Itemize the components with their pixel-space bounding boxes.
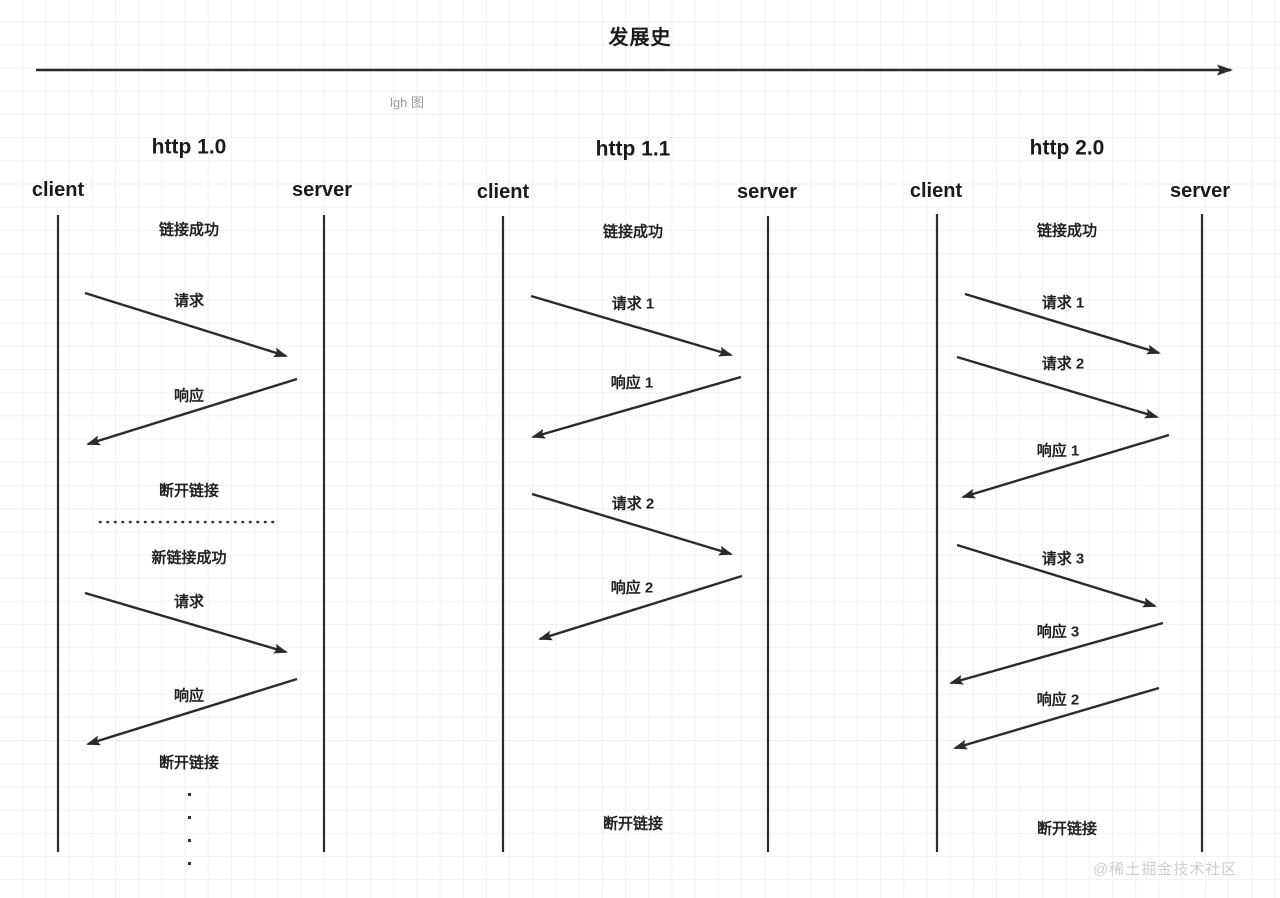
page-title: 发展史 xyxy=(608,27,672,49)
message-label-http-2-0-3: 请求 3 xyxy=(1041,550,1085,568)
note-http-1-0-1: 断开链接 xyxy=(158,482,220,500)
message-label-http-1-1-1: 响应 1 xyxy=(610,374,654,392)
message-label-http-1-0-2: 请求 xyxy=(173,593,205,611)
message-label-http-1-0-0: 请求 xyxy=(173,292,205,310)
column-title-http-1-1: http 1.1 xyxy=(595,137,671,161)
note-http-1-0-2: 新链接成功 xyxy=(151,549,227,567)
actor-server-http-1-1: server xyxy=(736,181,798,203)
message-label-http-1-0-1: 响应 xyxy=(173,387,205,405)
message-label-http-2-0-0: 请求 1 xyxy=(1041,294,1085,312)
note-http-2-0-0: 链接成功 xyxy=(1036,222,1098,240)
message-label-http-1-1-0: 请求 1 xyxy=(611,295,655,313)
ellipsis-dot xyxy=(187,862,191,865)
credit-label: lgh 图 xyxy=(390,95,424,110)
message-label-http-2-0-5: 响应 2 xyxy=(1036,691,1080,709)
note-http-1-1-1: 断开链接 xyxy=(602,815,664,833)
message-label-http-1-0-3: 响应 xyxy=(173,687,205,705)
vertical-ellipsis-http-1-0 xyxy=(187,793,191,865)
note-http-1-0-0: 链接成功 xyxy=(158,221,220,239)
note-http-2-0-1: 断开链接 xyxy=(1036,820,1098,838)
message-label-http-1-1-3: 响应 2 xyxy=(610,579,654,597)
actor-client-http-1-1: client xyxy=(476,181,530,203)
message-label-http-2-0-4: 响应 3 xyxy=(1036,623,1080,641)
note-http-1-0-3: 断开链接 xyxy=(158,754,220,772)
column-title-http-2-0: http 2.0 xyxy=(1029,136,1105,160)
note-http-1-1-0: 链接成功 xyxy=(602,223,664,241)
message-arrows-group xyxy=(84,291,1170,750)
message-label-http-2-0-2: 响应 1 xyxy=(1036,442,1080,460)
actor-server-http-2-0: server xyxy=(1169,180,1231,202)
ellipsis-dot xyxy=(187,839,191,842)
ellipsis-dot xyxy=(187,793,191,796)
ellipsis-dot xyxy=(187,816,191,819)
column-title-http-1-0: http 1.0 xyxy=(151,135,227,159)
actor-server-http-1-0: server xyxy=(291,179,353,201)
watermark-label: @稀土掘金技术社区 xyxy=(1093,861,1238,878)
actor-client-http-2-0: client xyxy=(909,180,963,202)
message-label-http-1-1-2: 请求 2 xyxy=(611,495,655,513)
message-label-http-2-0-1: 请求 2 xyxy=(1041,355,1085,373)
actor-client-http-1-0: client xyxy=(31,179,85,201)
